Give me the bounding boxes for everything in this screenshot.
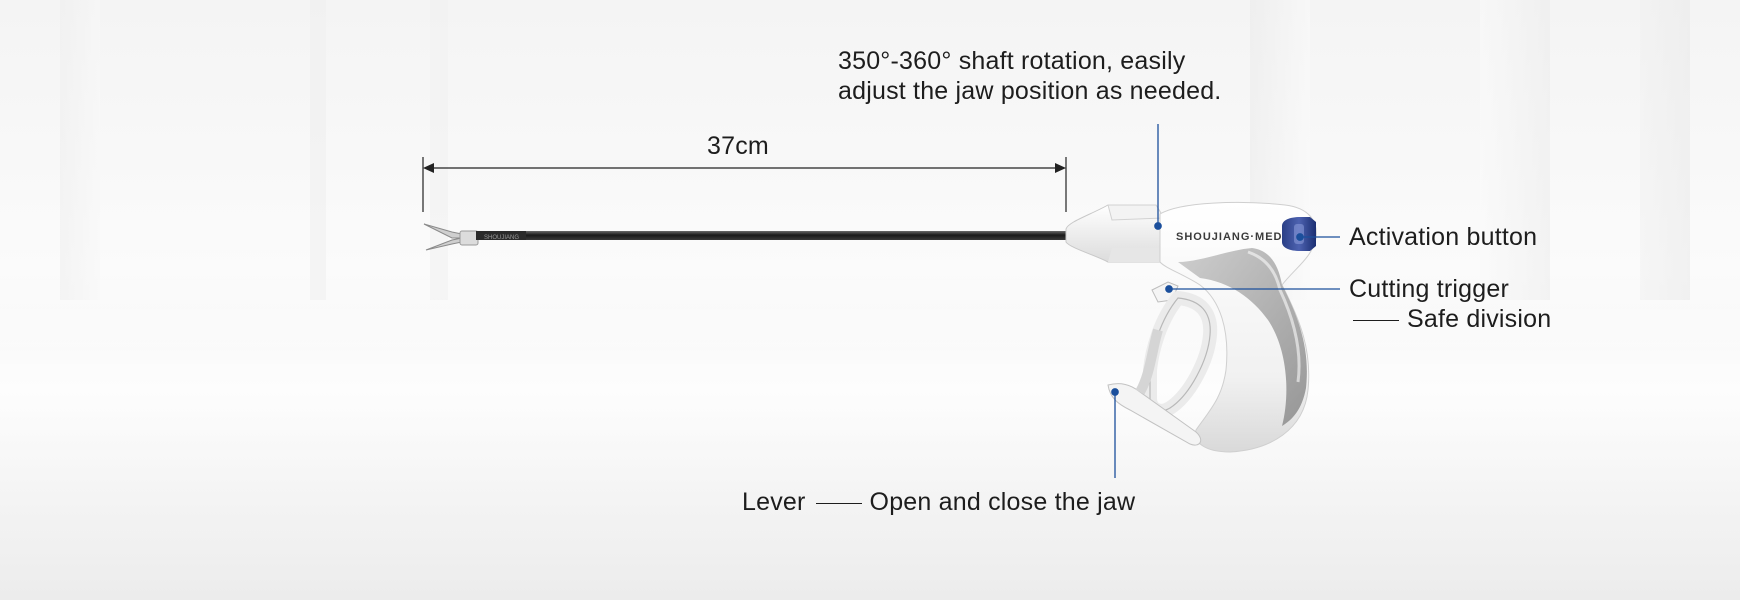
cutting-trigger-annotation: Cutting trigger Safe division bbox=[1349, 274, 1551, 334]
brand-logo: SHOUJIANG·MED bbox=[1176, 231, 1283, 243]
background-panel bbox=[60, 0, 100, 300]
lever-description: Open and close the jaw bbox=[869, 488, 1136, 516]
shaft-marking: SHOUJIANG bbox=[484, 235, 519, 241]
handle-body: SHOUJIANG·MED bbox=[1159, 201, 1317, 453]
activation-dot bbox=[1296, 233, 1304, 241]
length-label: 37cm bbox=[707, 132, 769, 160]
lever bbox=[1107, 291, 1218, 446]
activation-button-label: Activation button bbox=[1349, 223, 1538, 251]
background-panel bbox=[310, 0, 326, 300]
cutting-trigger-description: Safe division bbox=[1407, 305, 1552, 333]
background-panel bbox=[1480, 0, 1550, 300]
lever-dot bbox=[1111, 388, 1119, 396]
dash-separator bbox=[815, 502, 862, 504]
floor-reflection bbox=[0, 300, 1740, 600]
background-panel bbox=[1640, 0, 1690, 300]
length-dimension bbox=[422, 157, 1067, 212]
shaft: SHOUJIANG bbox=[476, 231, 1070, 241]
lever-annotation: Lever Open and close the jaw bbox=[742, 487, 1135, 517]
leader-lines bbox=[1111, 124, 1340, 478]
trigger-dot bbox=[1165, 285, 1173, 293]
rotation-annotation: 350°-360° shaft rotation, easily adjust … bbox=[838, 46, 1221, 106]
rotation-knob bbox=[1065, 204, 1165, 263]
dash-separator bbox=[1353, 319, 1399, 321]
lever-label: Lever bbox=[742, 488, 806, 516]
rotation-annotation-line2: adjust the jaw position as needed. bbox=[838, 77, 1222, 105]
jaw-tip bbox=[423, 223, 479, 251]
rotation-annotation-line1: 350°-360° shaft rotation, easily bbox=[838, 47, 1186, 75]
background-panel bbox=[430, 0, 448, 300]
cutting-trigger-label: Cutting trigger bbox=[1349, 275, 1510, 303]
rotation-dot bbox=[1154, 222, 1162, 230]
